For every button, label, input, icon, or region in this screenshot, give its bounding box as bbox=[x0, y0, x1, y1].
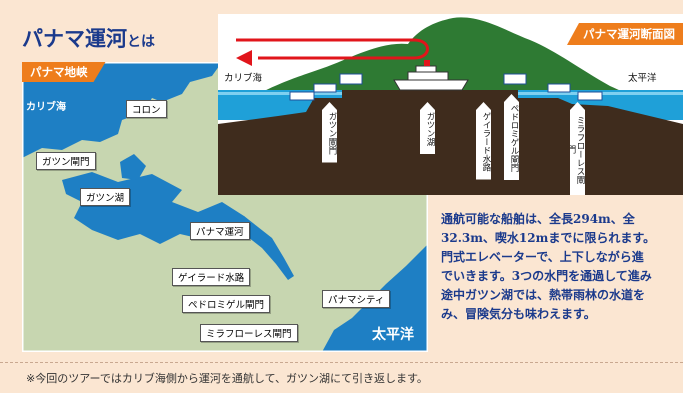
map-label-gatun-locks: ガツン閘門 bbox=[36, 152, 96, 170]
tour-footnote: ※今回のツアーではカリブ海側から運河を通航して、ガツン湖にて引き返します。 bbox=[26, 372, 428, 385]
canal-channel-shape bbox=[244, 216, 294, 280]
lock-label-gatun-lake: ガツン湖 bbox=[420, 102, 435, 154]
lock-label-pedro-miguel: ペドロミゲル閘門 bbox=[504, 94, 519, 180]
canal-description: 通航可能な船舶は、全長294m、全 32.3m、喫水12mまでに限られます。 門… bbox=[441, 212, 656, 321]
gatun-lake-arm bbox=[120, 154, 146, 180]
map-label-panama-city: パナマシティ bbox=[322, 290, 391, 308]
lock-label-gatun-locks: ガツン閘門 bbox=[322, 102, 337, 163]
map-label-gatun-lake: ガツン湖 bbox=[80, 188, 131, 206]
ship-icon bbox=[393, 60, 469, 91]
map-label-panama-canal: パナマ運河 bbox=[190, 222, 250, 240]
lock-label-gaillard-cut: ゲイラード水路 bbox=[476, 102, 491, 180]
route-arrow-icon bbox=[236, 38, 429, 66]
lock-label-miraflores: ミラフローレス閘門 bbox=[570, 102, 585, 195]
map-label-pedro-miguel: ペドロミゲル閘門 bbox=[182, 295, 271, 313]
map-label-colon: コロン bbox=[126, 100, 167, 118]
lock-gate bbox=[339, 73, 363, 85]
page-title: パナマ運河とは bbox=[22, 16, 155, 54]
lock-gate bbox=[577, 91, 603, 101]
map-label-miraflores: ミラフローレス閘門 bbox=[200, 324, 298, 342]
section-caribbean-label: カリブ海 bbox=[224, 73, 263, 84]
map-header: パナマ地峡 bbox=[22, 62, 106, 82]
map-caribbean-label: カリブ海 bbox=[26, 102, 66, 113]
canal-cross-section: パナマ運河断面図 カリブ海 太平洋 ガツン閘門 ガツン湖 ゲイラード水路 ペドロ… bbox=[218, 14, 683, 195]
caribbean-sea-shape bbox=[22, 62, 222, 158]
section-header: パナマ運河断面図 bbox=[567, 23, 683, 45]
lock-gate bbox=[503, 73, 527, 85]
section-pacific-label: 太平洋 bbox=[628, 73, 657, 84]
title-main: パナマ運河 bbox=[22, 26, 127, 51]
lock-gate bbox=[547, 83, 571, 93]
footnote-divider bbox=[0, 362, 683, 363]
lock-gate bbox=[313, 83, 337, 93]
map-label-gaillard-cut: ゲイラード水路 bbox=[172, 268, 251, 286]
map-pacific-label: 太平洋 bbox=[372, 327, 414, 343]
lock-gate bbox=[289, 91, 315, 101]
title-suffix: とは bbox=[127, 34, 155, 50]
